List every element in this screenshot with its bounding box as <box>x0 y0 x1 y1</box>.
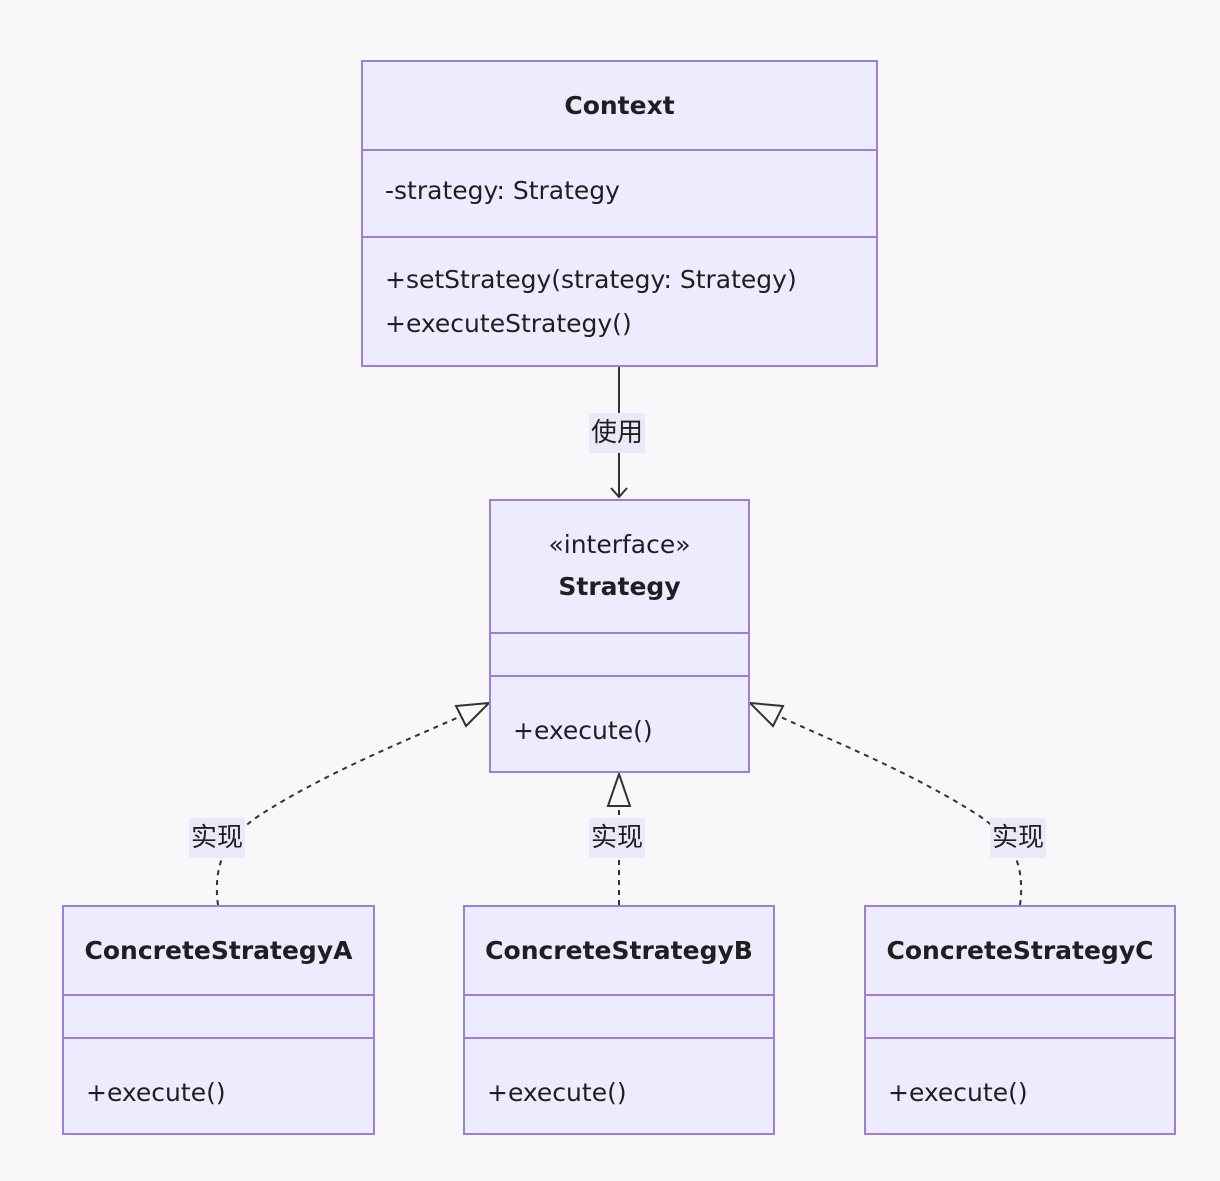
concrete-strategy-c-header: ConcreteStrategyC <box>866 907 1174 996</box>
concrete-strategy-a-attributes <box>64 994 373 1039</box>
implements-label-a: 实现 <box>189 818 246 858</box>
concrete-strategy-b-attributes <box>465 994 773 1039</box>
concrete-strategy-b-header: ConcreteStrategyB <box>465 907 773 996</box>
strategy-attributes <box>491 632 748 677</box>
concrete-strategy-a-header: ConcreteStrategyA <box>64 907 373 996</box>
concrete-strategy-c-class: ConcreteStrategyC +execute() <box>864 905 1176 1135</box>
uses-label: 使用 <box>589 413 646 453</box>
implements-label-c: 实现 <box>990 818 1047 858</box>
realization-arrowhead-c <box>747 701 785 728</box>
concrete-strategy-a-class: ConcreteStrategyA +execute() <box>62 905 375 1135</box>
context-methods: +setStrategy(strategy: Strategy) +execut… <box>363 236 876 365</box>
implements-edge-a <box>215 711 471 906</box>
concrete-strategy-a-methods: +execute() <box>64 1037 373 1133</box>
concrete-strategy-a-method-execute: +execute() <box>86 1078 226 1107</box>
concrete-strategy-b-class: ConcreteStrategyB +execute() <box>463 905 775 1135</box>
concrete-strategy-c-method-execute: +execute() <box>888 1078 1028 1107</box>
strategy-interface: «interface» Strategy +execute() <box>489 499 750 773</box>
strategy-method-execute: +execute() <box>513 716 653 745</box>
concrete-strategy-c-attributes <box>866 994 1174 1039</box>
implements-label-b: 实现 <box>589 818 646 858</box>
context-class: Context -strategy: Strategy +setStrategy… <box>361 60 878 367</box>
strategy-interface-name: Strategy <box>558 572 681 601</box>
context-method-set-strategy: +setStrategy(strategy: Strategy) <box>385 265 797 294</box>
realization-arrowhead-a <box>454 701 492 728</box>
strategy-interface-header: «interface» Strategy <box>491 501 748 634</box>
concrete-strategy-b-method-execute: +execute() <box>487 1078 627 1107</box>
interface-stereotype: «interface» <box>548 530 691 559</box>
concrete-strategy-b-methods: +execute() <box>465 1037 773 1133</box>
concrete-strategy-c-name: ConcreteStrategyC <box>886 936 1154 965</box>
concrete-strategy-a-name: ConcreteStrategyA <box>84 936 353 965</box>
implements-edge-c <box>769 711 1023 906</box>
concrete-strategy-c-methods: +execute() <box>866 1037 1174 1133</box>
context-attributes: -strategy: Strategy <box>363 149 876 238</box>
context-class-name: Context <box>564 91 675 120</box>
realization-arrowhead-b <box>606 770 632 807</box>
context-attribute-strategy: -strategy: Strategy <box>385 176 620 205</box>
strategy-methods: +execute() <box>491 675 748 771</box>
context-class-header: Context <box>363 62 876 151</box>
context-method-execute-strategy: +executeStrategy() <box>385 309 632 338</box>
concrete-strategy-b-name: ConcreteStrategyB <box>485 936 753 965</box>
